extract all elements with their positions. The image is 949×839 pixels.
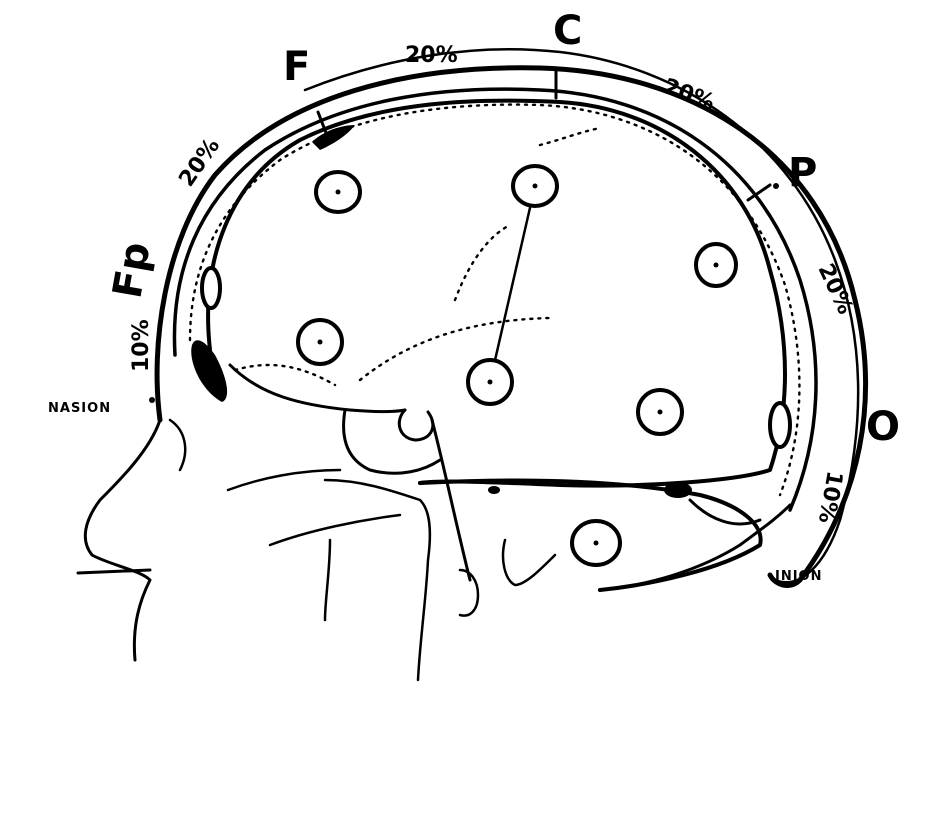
tick-f [316,110,330,140]
scalp-outline [154,65,869,588]
venous-sinus-mark [664,482,692,498]
tick-p [746,183,772,202]
tentorium [418,478,763,592]
dotted-line-2 [453,223,512,302]
occipital-lower [598,503,792,592]
face-profile [76,418,162,662]
electrode-c3 [511,164,559,208]
dotted-line-4 [233,363,337,387]
skull-texture [188,103,801,497]
electrode-f7 [296,318,344,366]
dot-p [773,183,779,189]
jaw-line [226,468,342,492]
label-o: O [866,404,900,450]
skull-inner [172,87,818,512]
frontal-sinus-mark [191,340,228,402]
electrode-lower [570,519,622,567]
pharynx-line [323,478,432,682]
electrode-t3 [466,358,514,406]
neck-line [268,513,402,547]
dotted-line-3 [538,126,602,147]
electrode-t5 [636,388,684,436]
dot-nasion [149,397,155,403]
label-20pct-f-c: 20% [405,43,458,68]
connector-line [488,184,537,384]
dotted-line-1 [358,316,552,382]
brain-outline [206,98,787,488]
label-c: C [553,8,582,54]
mastoid-outline [458,568,480,617]
temporal-boundary [228,363,407,413]
cervical-line [501,538,557,587]
electrode-f3 [314,170,362,214]
label-p: P [788,150,817,196]
electrode-o1 [768,401,792,449]
label-nasion: NASION [48,401,111,416]
neck-back [323,538,332,622]
label-10pct-nasion: 10% [129,319,154,372]
electrode-fp1 [200,266,222,310]
electrode-p3 [694,242,738,288]
label-fp: Fp [105,239,160,302]
pons-dot [488,486,500,494]
label-inion: INION [775,569,823,584]
sella-turcica [397,408,435,442]
orbit-outline [168,418,187,472]
label-f: F [283,44,310,90]
cerebellum-fold [688,498,762,526]
measurement-arc [303,47,860,584]
label-20pct-fp-f: 20% [174,134,225,191]
coronal-suture-mark [312,125,355,150]
brainstem [430,418,472,582]
sphenoid-line [342,408,442,475]
label-20pct-c-p: 20% [660,74,718,116]
